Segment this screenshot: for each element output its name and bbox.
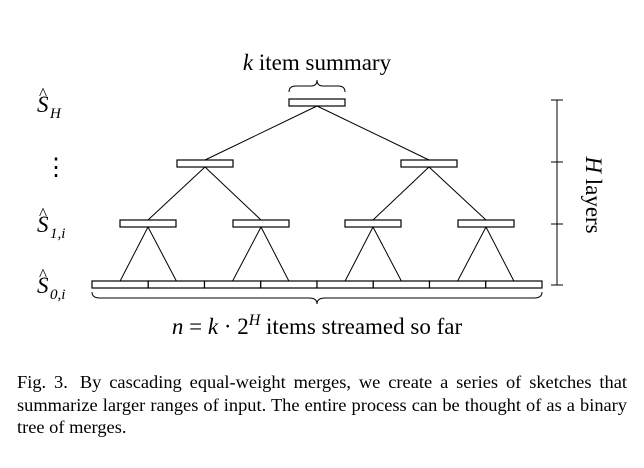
layers-scale [551, 99, 563, 286]
level-label-1-base: S [37, 212, 49, 237]
level-label-ellipsis: ⋮ [44, 155, 68, 181]
merge-tree-diagram: k item summary n = k · 2H items streamed… [37, 50, 606, 339]
summary-box-leaf-2 [203, 280, 262, 289]
edge-l1-leaf-7 [485, 226, 515, 282]
bottom-label: n = k · 2H items streamed so far [172, 312, 463, 339]
right-label: H layers [581, 155, 606, 233]
summary-boxes [91, 98, 543, 289]
bottom-label-exp: H [248, 312, 262, 329]
edge-l1-leaf-5 [372, 226, 402, 282]
bottom-label-k: k [208, 314, 219, 339]
summary-box-level1-3 [457, 219, 515, 228]
figure-caption: Fig. 3.By cascading equal-weight merges,… [17, 371, 627, 439]
summary-box-leaf-0 [91, 280, 149, 289]
summary-box-leaf-1 [147, 280, 206, 289]
edge-root-1 [316, 105, 430, 161]
bottom-label-n: n [172, 314, 184, 339]
edge-root-0 [204, 105, 318, 161]
summary-box-leaf-5 [372, 280, 431, 289]
summary-box-root [288, 98, 346, 107]
level-label-0: S ^ 0,i [37, 265, 65, 303]
bottom-brace [91, 291, 543, 305]
summary-box-level2-1 [400, 159, 458, 168]
level-label-1-hat: ^ [39, 204, 47, 223]
level-label-1-sub: 1,i [50, 226, 65, 242]
level-label-h-hat: ^ [39, 84, 47, 103]
top-label-var: k [243, 50, 254, 75]
edge-l1-leaf-1 [147, 226, 177, 282]
summary-box-leaf-4 [316, 280, 374, 289]
level-label-0-base: S [37, 273, 49, 298]
summary-box-leaf-3 [260, 280, 318, 289]
summary-box-level1-2 [344, 219, 402, 228]
top-brace [288, 79, 346, 93]
level-label-0-sub: 0,i [50, 287, 65, 303]
summary-box-leaf-7 [485, 280, 543, 289]
figure-caption-label: Fig. 3. [17, 372, 68, 392]
level-label-0-hat: ^ [39, 265, 47, 284]
level-label-h-base: S [37, 92, 49, 117]
edge-l1-leaf-0 [119, 226, 149, 282]
right-label-text: layers [581, 173, 606, 234]
bottom-label-rest: items streamed so far [260, 314, 462, 339]
summary-box-level1-0 [119, 219, 177, 228]
level-label-h: S ^ H [37, 84, 62, 122]
edge-l2-l1-2 [372, 166, 430, 221]
top-label-text: item summary [253, 50, 391, 75]
edge-l1-leaf-4 [344, 226, 374, 282]
tree-edges [119, 105, 515, 282]
bottom-label-eq: = [183, 314, 207, 339]
right-label-var: H [581, 155, 606, 174]
edge-l2-l1-3 [428, 166, 487, 221]
summary-box-level2-0 [176, 159, 234, 168]
bottom-label-dot: · 2 [218, 314, 249, 339]
figure-caption-text: By cascading equal-weight merges, we cre… [17, 372, 627, 437]
level-label-h-sub: H [49, 106, 62, 122]
level-label-1: S ^ 1,i [37, 204, 65, 242]
summary-box-level1-1 [232, 219, 290, 228]
edge-l1-leaf-2 [232, 226, 262, 282]
level-label-ellipsis-glyph: ⋮ [44, 155, 68, 181]
top-label: k item summary [243, 50, 392, 75]
edge-l2-l1-0 [147, 166, 206, 221]
edge-l1-leaf-3 [260, 226, 290, 282]
edge-l2-l1-1 [204, 166, 262, 221]
summary-box-leaf-6 [428, 280, 487, 289]
edge-l1-leaf-6 [457, 226, 487, 282]
